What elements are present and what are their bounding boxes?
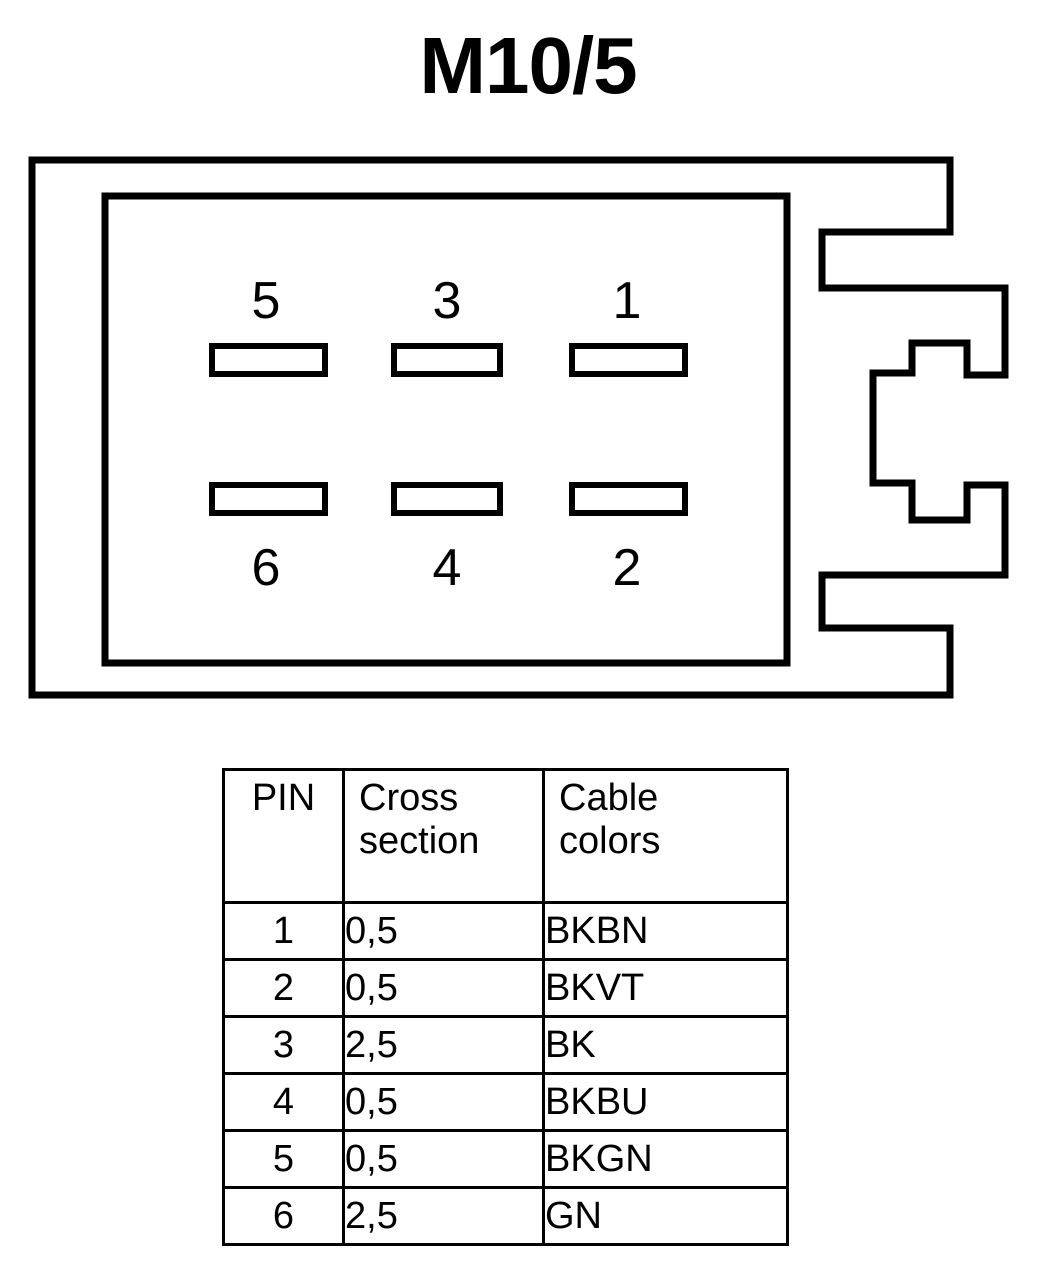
table-header-row: PIN Cross section Cable colors bbox=[222, 768, 789, 904]
cell-cross-section: 0,5 bbox=[342, 1072, 545, 1132]
table-row: 6 2,5 GN bbox=[222, 1186, 789, 1246]
cell-cross-section: 0,5 bbox=[342, 1129, 545, 1189]
table-row: 2 0,5 BKVT bbox=[222, 958, 789, 1018]
pin-label-3: 3 bbox=[433, 272, 462, 330]
table-row: 1 0,5 BKBN bbox=[222, 901, 789, 961]
cell-pin: 3 bbox=[222, 1015, 345, 1075]
cell-cable-colors: BK bbox=[542, 1015, 789, 1075]
connector-housing-svg: 5 3 1 6 4 2 bbox=[28, 156, 1009, 699]
pin-slot-2 bbox=[569, 482, 688, 516]
pinout-table-container: PIN Cross section Cable colors 1 0,5 BKB… bbox=[222, 768, 789, 1246]
column-header-pin: PIN bbox=[222, 768, 345, 904]
table-row: 3 2,5 BK bbox=[222, 1015, 789, 1075]
pin-label-4: 4 bbox=[433, 539, 462, 597]
column-header-cable-colors-line2: colors bbox=[559, 819, 661, 862]
cell-pin: 5 bbox=[222, 1129, 345, 1189]
pin-slot-4 bbox=[391, 482, 503, 516]
cell-cross-section: 2,5 bbox=[342, 1186, 545, 1246]
pinout-table: PIN Cross section Cable colors 1 0,5 BKB… bbox=[222, 768, 789, 1246]
pin-label-2: 2 bbox=[613, 539, 642, 597]
pin-label-6: 6 bbox=[252, 539, 281, 597]
cell-pin: 6 bbox=[222, 1186, 345, 1246]
cell-pin: 1 bbox=[222, 901, 345, 961]
table-row: 4 0,5 BKBU bbox=[222, 1072, 789, 1132]
cell-cable-colors: BKBN bbox=[542, 901, 789, 961]
pin-slot-6 bbox=[209, 482, 328, 516]
pin-slot-5 bbox=[209, 343, 328, 377]
column-header-cross-section-line1: Cross bbox=[359, 777, 459, 819]
cell-cross-section: 2,5 bbox=[342, 1015, 545, 1075]
cell-pin: 4 bbox=[222, 1072, 345, 1132]
page-title: M10/5 bbox=[419, 21, 637, 110]
cell-cross-section: 0,5 bbox=[342, 958, 545, 1018]
column-header-cable-colors: Cable colors bbox=[542, 768, 789, 904]
column-header-cable-colors-line1: Cable bbox=[559, 777, 659, 819]
cell-cable-colors: BKBU bbox=[542, 1072, 789, 1132]
cell-pin: 2 bbox=[222, 958, 345, 1018]
pinout-table-body: 1 0,5 BKBN 2 0,5 BKVT 3 2,5 BK 4 0,5 BKB… bbox=[222, 901, 789, 1246]
pin-slot-1 bbox=[569, 343, 688, 377]
connector-outer-housing bbox=[28, 156, 1009, 699]
pin-slot-3 bbox=[391, 343, 503, 377]
column-header-cross-section: Cross section bbox=[342, 768, 545, 904]
pin-label-5: 5 bbox=[252, 272, 281, 330]
cell-cable-colors: BKGN bbox=[542, 1129, 789, 1189]
pinout-table-header: PIN Cross section Cable colors bbox=[222, 768, 789, 904]
column-header-pin-label: PIN bbox=[251, 777, 316, 819]
connector-inner-cavity bbox=[101, 192, 791, 667]
cell-cross-section: 0,5 bbox=[342, 901, 545, 961]
cell-cable-colors: GN bbox=[542, 1186, 789, 1246]
pin-label-1: 1 bbox=[613, 272, 642, 330]
table-row: 5 0,5 BKGN bbox=[222, 1129, 789, 1189]
cell-cable-colors: BKVT bbox=[542, 958, 789, 1018]
column-header-cross-section-line2: section bbox=[359, 819, 480, 862]
connector-diagram: 5 3 1 6 4 2 bbox=[0, 140, 1056, 720]
